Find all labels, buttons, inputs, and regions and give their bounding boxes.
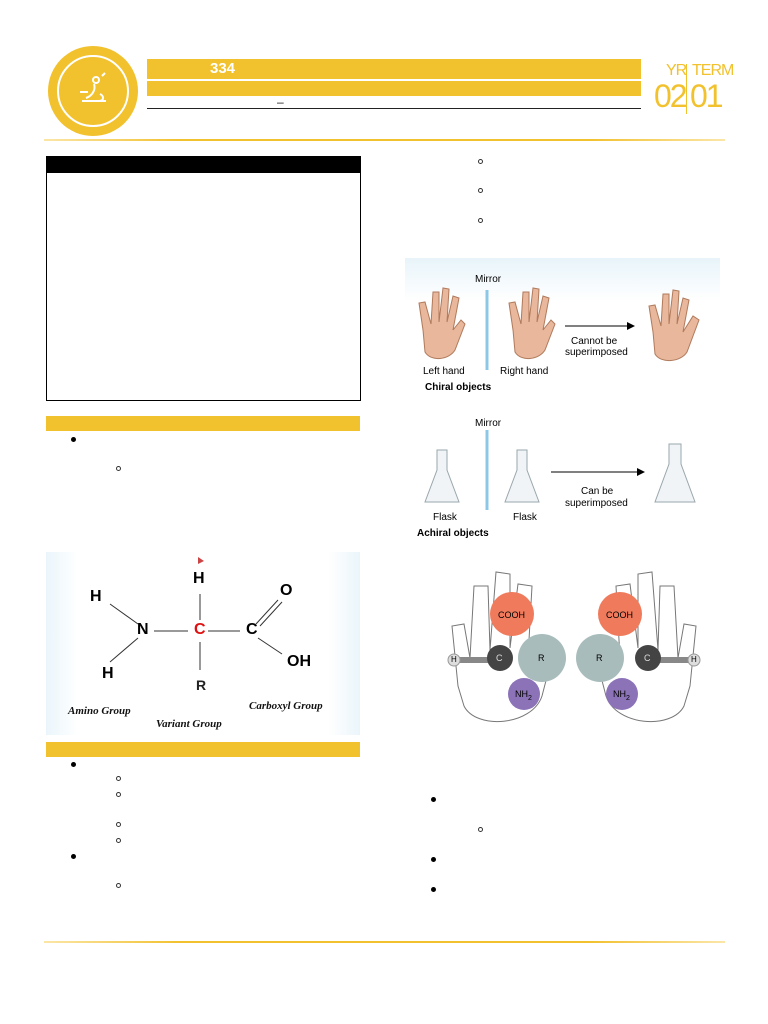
- carboxyl-group-caption: Carboxyl Group: [249, 700, 323, 712]
- microscope-icon: [80, 72, 106, 102]
- outline-box-header: [46, 156, 361, 173]
- h-atom: H: [90, 588, 102, 605]
- year-term-divider: [686, 64, 687, 114]
- sub-bullet: [478, 218, 483, 223]
- left-hand-label: Left hand: [423, 366, 465, 377]
- sub-bullet: [116, 776, 121, 781]
- alpha-carbon: C: [194, 621, 206, 638]
- bullet: [71, 854, 76, 859]
- header-rule: [44, 139, 725, 141]
- h-label: H: [691, 655, 697, 664]
- cooh-label: COOH: [606, 610, 633, 620]
- c-label: C: [496, 653, 503, 663]
- o-atom: O: [280, 582, 293, 599]
- term-label: TERM: [692, 62, 734, 79]
- mirror-label: Mirror: [475, 418, 502, 429]
- header-dash: –: [277, 95, 284, 109]
- c-label: C: [644, 653, 651, 663]
- h-atom: H: [102, 665, 114, 682]
- bullet: [431, 797, 436, 802]
- sub-bullet: [116, 838, 121, 843]
- logo-ring: [57, 55, 129, 127]
- chiral-objects-label: Chiral objects: [425, 382, 492, 393]
- sub-bullet: [478, 159, 483, 164]
- achiral-objects-label: Achiral objects: [417, 528, 489, 539]
- cooh-label: COOH: [498, 610, 525, 620]
- footer-rule: [44, 941, 725, 943]
- course-number: 334: [210, 60, 236, 77]
- amino-group-caption: Amino Group: [68, 705, 131, 717]
- r-group: R: [196, 677, 207, 693]
- chirality-figure: Mirror Left hand Right hand Cannot be su…: [405, 258, 720, 548]
- amino-acid-figure: H N C C O OH H H R Amino Group Carboxyl …: [46, 552, 360, 735]
- section-bar-2: [46, 742, 360, 757]
- h-atom: H: [193, 570, 205, 587]
- right-hand-label: Right hand: [500, 366, 549, 377]
- nh2-label: NH2: [613, 689, 630, 702]
- bullet: [431, 857, 436, 862]
- sub-bullet: [116, 466, 121, 471]
- superimposed-label: superimposed: [565, 347, 628, 358]
- term-value: 01: [690, 78, 724, 114]
- header-underline: [147, 108, 641, 109]
- r-label: R: [538, 653, 545, 663]
- flask-label: Flask: [513, 512, 537, 523]
- carboxyl-carbon: C: [246, 621, 258, 638]
- can-be-label: Can be: [581, 486, 614, 497]
- sub-bullet: [478, 827, 483, 832]
- header-subtitle-bar: [147, 81, 641, 96]
- h-label: H: [451, 655, 457, 664]
- bullet: [431, 887, 436, 892]
- header-title-bar: [147, 59, 641, 79]
- outline-box: [46, 156, 361, 401]
- sub-bullet: [478, 188, 483, 193]
- variant-group-caption: Variant Group: [156, 718, 222, 730]
- mirror-label: Mirror: [475, 274, 502, 285]
- n-atom: N: [137, 621, 149, 638]
- nh2-label: NH2: [515, 689, 532, 702]
- sub-bullet: [116, 822, 121, 827]
- sub-bullet: [116, 883, 121, 888]
- superimposed-label: superimposed: [565, 498, 628, 509]
- cannot-be-label: Cannot be: [571, 336, 618, 347]
- hands-model-figure: COOH R C H NH2 COOH R C H NH2: [446, 566, 702, 736]
- year-value: 02: [654, 78, 688, 114]
- bullet: [71, 762, 76, 767]
- r-label: R: [596, 653, 603, 663]
- section-bar-1: [46, 416, 360, 431]
- flask-label: Flask: [433, 512, 457, 523]
- oh-group: OH: [287, 653, 311, 670]
- year-label: YR: [666, 62, 687, 79]
- bullet: [71, 437, 76, 442]
- sub-bullet: [116, 792, 121, 797]
